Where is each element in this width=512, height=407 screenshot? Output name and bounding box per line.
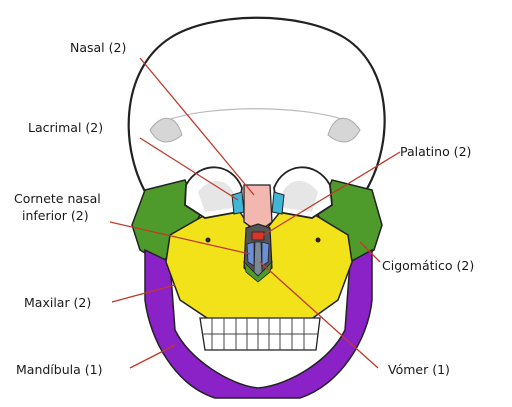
vomer-bone: [254, 242, 262, 276]
lacrimal-right: [272, 192, 284, 214]
foramen-right: [316, 238, 321, 243]
inferior-concha-right: [262, 242, 269, 266]
label-cigomatico: Cigomático (2): [382, 258, 474, 273]
label-maxilar: Maxilar (2): [24, 295, 91, 310]
label-vomer: Vómer (1): [388, 362, 450, 377]
teeth: [200, 318, 320, 350]
label-palatino: Palatino (2): [400, 144, 471, 159]
label-lacrimal: Lacrimal (2): [28, 120, 103, 135]
label-cornete-2: inferior (2): [22, 208, 89, 223]
lacrimal-left: [232, 192, 244, 214]
foramen-left: [206, 238, 211, 243]
label-nasal: Nasal (2): [70, 40, 126, 55]
cranium: [129, 18, 385, 210]
label-cornete-1: Cornete nasal: [14, 191, 101, 206]
label-mandibula: Mandíbula (1): [16, 362, 102, 377]
